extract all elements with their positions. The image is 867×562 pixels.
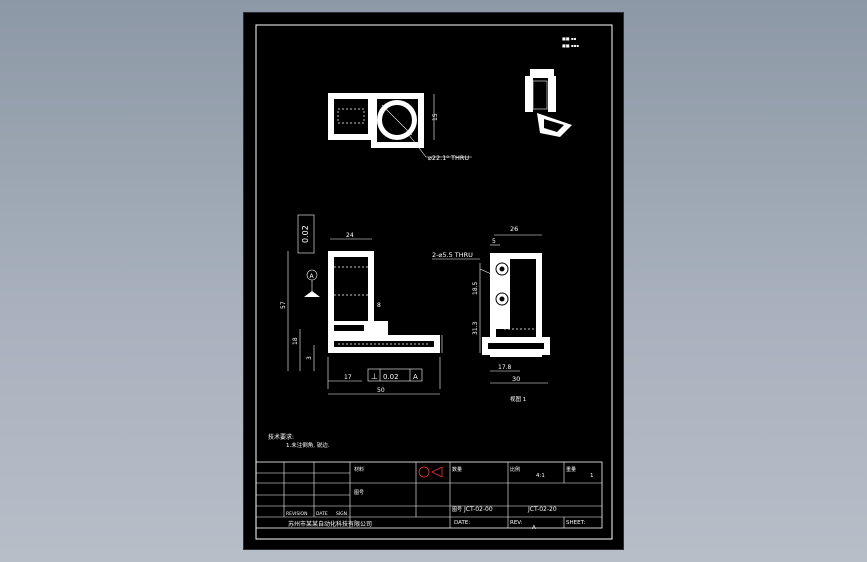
- side-hole-leader: [479, 268, 499, 278]
- front-notch: [378, 325, 386, 333]
- dim-width: 50: [377, 387, 385, 394]
- perp-datum: A: [413, 373, 418, 381]
- label-rev: REV:: [510, 520, 523, 526]
- label-sheet: SHEET:: [566, 520, 585, 526]
- rev-value: A: [532, 525, 536, 531]
- iso-top-face: [530, 69, 554, 78]
- header-note-1: ■■ ▪▪: [562, 36, 577, 41]
- company-name: 苏州市某某自动化科技有限公司: [288, 520, 372, 528]
- side-dim-v1: 18.5: [472, 281, 479, 295]
- dim-flange: 9: [435, 344, 442, 348]
- notes-line1: 1.未注倒角, 锐边.: [286, 441, 330, 449]
- cad-drawing: ■■ ▪▪ ■■ ▪▪▪ 15 ⌀22.1⁰ THRU 0.02: [255, 24, 613, 540]
- side-hole-top-c: [499, 266, 505, 272]
- part-number: JCT-02-00: [463, 506, 493, 513]
- projection-symbol-circle: [418, 466, 430, 478]
- side-view: 26 5 2-⌀5.5 THRU 18.5 31.3 17.8 30 视图 1: [432, 225, 550, 403]
- top-view-leader: [408, 134, 427, 158]
- sign-header: SIGN: [336, 511, 347, 517]
- iso-inner-frame: [532, 80, 548, 110]
- front-tower-cavity: [334, 257, 368, 325]
- date-header: DATE: [316, 511, 328, 517]
- iso-view: [525, 69, 572, 137]
- notes: 技术要求: 1.未注倒角, 锐边.: [268, 433, 330, 449]
- scale-value: 4:1: [536, 473, 545, 479]
- side-base-slot: [488, 343, 544, 349]
- datum-triangle: [304, 291, 320, 297]
- perp-symbol: ⊥: [371, 372, 378, 381]
- side-view-label: 视图 1: [510, 395, 526, 403]
- side-hole-bottom-c: [499, 296, 505, 302]
- top-view-bore-center: [381, 104, 413, 136]
- side-dim-small: 17.8: [498, 364, 512, 371]
- dim-step: 8: [377, 302, 381, 309]
- iso-left-pillar: [525, 76, 533, 112]
- drawing-label: 图号: [452, 507, 462, 513]
- part-number-label: 图号: [354, 490, 364, 496]
- label-scale: 比例: [510, 466, 520, 473]
- dim-small: 2: [377, 327, 384, 331]
- dim-bottom-small: 3: [306, 356, 313, 360]
- dim-base: 18: [292, 337, 299, 345]
- notes-title: 技术要求:: [268, 433, 294, 441]
- side-dim-top-width: 26: [510, 225, 518, 233]
- label-date: DATE:: [454, 520, 470, 526]
- side-dim-offset: 5: [492, 238, 496, 245]
- dim-left: 17: [344, 374, 352, 381]
- perp-frame: [367, 368, 423, 382]
- front-view: 0.02 A 24 57 18 3 8 2 9 17: [280, 214, 443, 395]
- top-view-left-cavity: [334, 99, 368, 134]
- label-weight: 重量: [566, 466, 576, 473]
- side-dim-v2: 31.3: [472, 321, 479, 335]
- flatness-value: 0.02: [301, 225, 310, 243]
- rev-header: REVISION: [286, 511, 307, 517]
- top-view-hidden-lines: [337, 108, 365, 124]
- projection-symbol-cone: [431, 466, 443, 478]
- dim-total-height: 57: [280, 301, 287, 309]
- iso-right-pillar: [548, 76, 556, 112]
- label-material: 材料: [354, 466, 364, 473]
- top-view: 15 ⌀22.1⁰ THRU: [328, 93, 472, 162]
- top-view-hole-callout: ⌀22.1⁰ THRU: [428, 154, 469, 162]
- flatness-frame: [297, 214, 315, 254]
- datum-letter: A: [310, 273, 315, 280]
- perp-tolerance: 0.02: [383, 373, 399, 381]
- drawing-sheet: ■■ ▪▪ ■■ ▪▪▪ 15 ⌀22.1⁰ THRU 0.02: [243, 12, 624, 550]
- iso-base-recess: [544, 119, 564, 132]
- dim-top-width: 24: [346, 232, 354, 239]
- label-quantity: 数量: [452, 466, 462, 473]
- inner-border: [255, 24, 613, 540]
- side-hole-callout: 2-⌀5.5 THRU: [432, 251, 473, 259]
- top-view-dim-height: 15: [432, 113, 439, 121]
- front-step-cavity: [334, 325, 364, 331]
- drawing-number: JCT-02-20: [527, 506, 557, 513]
- title-block: REVISION DATE SIGN 材料 数量 比例 4:1 重量 1 图号 …: [255, 461, 603, 531]
- side-dim-bottom-width: 30: [512, 375, 520, 383]
- weight-value: 1: [590, 473, 594, 479]
- header-note-2: ■■ ▪▪▪: [562, 43, 579, 48]
